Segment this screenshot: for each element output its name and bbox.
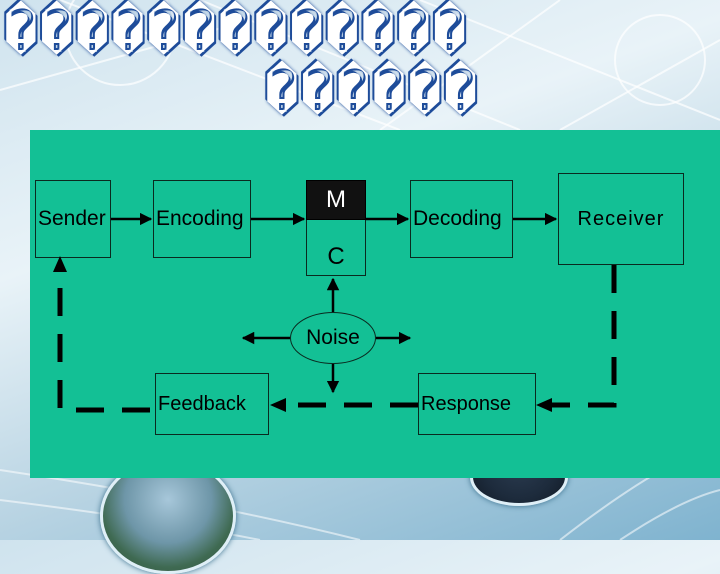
- node-feedback: Feedback: [155, 373, 269, 435]
- node-sender-label: Sender: [38, 207, 106, 230]
- diagram-arrows: [53, 212, 617, 413]
- node-decoding-label: Decoding: [413, 207, 502, 230]
- node-response: Response: [418, 373, 536, 435]
- node-message: M: [306, 180, 366, 220]
- node-noise-label: Noise: [306, 326, 360, 349]
- node-channel: C: [306, 238, 366, 276]
- node-receiver-label: Receiver: [577, 208, 665, 230]
- node-decoding: Decoding: [410, 180, 513, 258]
- node-encoding: Encoding: [153, 180, 251, 258]
- node-encoding-label: Encoding: [156, 207, 244, 230]
- node-sender: Sender: [35, 180, 111, 258]
- node-receiver: Receiver: [558, 173, 684, 265]
- arrowhead-into-sender: [53, 256, 67, 272]
- node-feedback-label: Feedback: [158, 392, 246, 415]
- node-noise: Noise: [290, 312, 376, 364]
- node-message-label: M: [326, 186, 346, 213]
- edge-receiver-response: [552, 265, 617, 408]
- arrowhead-into-response: [536, 398, 552, 412]
- edge-feedback-sender: [57, 270, 150, 413]
- node-response-label: Response: [421, 392, 512, 415]
- arrowhead-into-feedback: [270, 398, 286, 412]
- node-channel-label: C: [327, 243, 345, 270]
